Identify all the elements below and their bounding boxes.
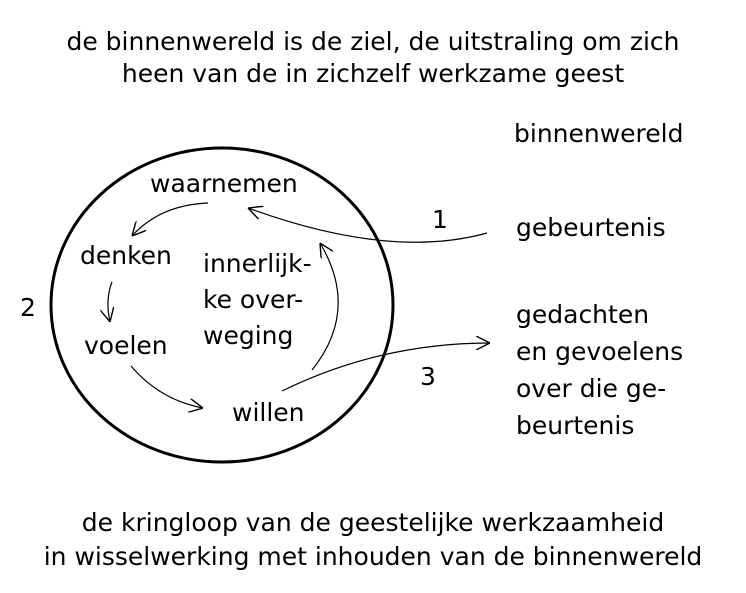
arrow-perceive-to-think (132, 202, 209, 236)
caption-line-2: in wisselwerking met inhouden van de bin… (43, 542, 703, 571)
caption: de kringloop van de geestelijke werkzaam… (0, 506, 746, 574)
title: de binnenwereld is de ziel, de uitstrali… (0, 26, 746, 90)
arrow-thoughts-out (281, 343, 490, 392)
arrow-feel-to-will (130, 365, 203, 408)
number-1: 1 (432, 205, 448, 234)
thoughts-line: over die ge- (516, 374, 667, 403)
arrow-think-to-feel (108, 281, 112, 322)
will-label: willen (232, 398, 305, 427)
mind-circle (49, 146, 395, 464)
perceive-label: waarnemen (150, 169, 298, 198)
feel-label: voelen (84, 331, 168, 360)
reflection-line: weging (203, 321, 294, 350)
title-line-2: heen van de in zichzelf werkzame geest (121, 59, 625, 88)
number-3: 3 (420, 362, 436, 391)
thoughts-line: gedachten (516, 300, 650, 329)
arrow-will-to-reflection (311, 243, 339, 371)
thoughts-label: gedachten en gevoelens over die ge- beur… (516, 296, 683, 444)
reflection-line: innerlijk- (203, 249, 312, 278)
thoughts-line: en gevoelens (516, 337, 684, 366)
arrow-event-in (248, 208, 488, 243)
inner-world-label: binnenwereld (514, 119, 684, 148)
event-label: gebeurtenis (516, 213, 666, 242)
caption-line-1: de kringloop van de geestelijke werkzaam… (81, 508, 665, 537)
reflection-label: innerlijk- ke over- weging (203, 246, 312, 354)
think-label: denken (80, 241, 172, 270)
title-line-1: de binnenwereld is de ziel, de uitstrali… (66, 27, 680, 56)
reflection-line: ke over- (203, 285, 304, 314)
thoughts-line: beurtenis (516, 411, 635, 440)
number-2: 2 (20, 293, 36, 322)
